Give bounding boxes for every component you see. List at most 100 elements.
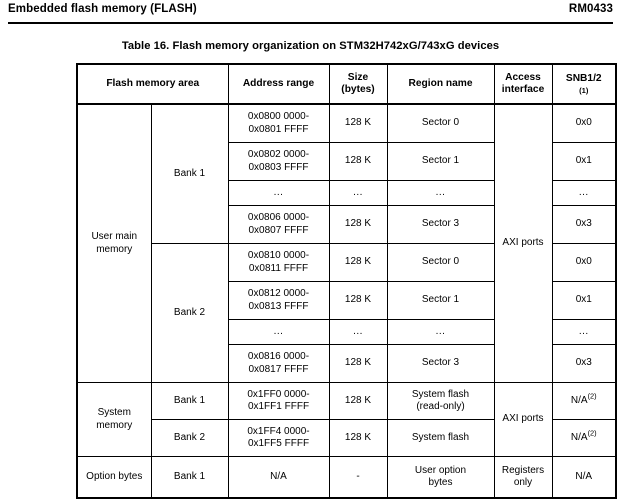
table-row: 0x0816 0000- 0x0817 FFFF 128 K Sector 3 … xyxy=(77,344,617,383)
region-line2: bytes xyxy=(428,477,453,488)
snb-cell: 0x3 xyxy=(551,205,617,244)
region-name-cell: Sector 3 xyxy=(386,344,495,383)
snb-cell: ... xyxy=(551,180,617,206)
area-label-line2: memory xyxy=(96,419,133,431)
snb-cell: N/A(2) xyxy=(551,382,617,420)
region-name-cell: System flash xyxy=(386,419,495,457)
snb-cell: 0x0 xyxy=(551,103,617,143)
table-caption: Table 16. Flash memory organization on S… xyxy=(121,40,500,52)
address-line1: 0x0810 0000- xyxy=(247,250,310,262)
region-name-cell: User option bytes xyxy=(386,456,495,499)
snb-cell: ... xyxy=(551,319,617,345)
page-running-header: Embedded flash memory (FLASH) RM0433 xyxy=(0,0,621,22)
size-cell: 128 K xyxy=(328,205,388,244)
column-header-size-line1: Size xyxy=(347,71,369,83)
snb-cell: 0x1 xyxy=(551,281,617,320)
address-line1: 0x0800 0000- xyxy=(247,111,310,123)
region-line1: System flash xyxy=(411,388,470,400)
region-name-cell: Sector 1 xyxy=(386,142,495,181)
column-header-access-line2: interface xyxy=(501,84,545,95)
address-line2: 0x0811 FFFF xyxy=(248,262,309,274)
address-line2: 0x0817 FFFF xyxy=(248,363,309,375)
region-name-cell: Sector 0 xyxy=(386,243,495,282)
access-line1: Registers xyxy=(501,464,545,476)
footnote-marker-1: (1) xyxy=(579,86,589,96)
snb-cell: 0x1 xyxy=(551,142,617,181)
access-interface-cell-axi-ports: AXI ports xyxy=(493,382,553,457)
column-header-access-line1: Access xyxy=(505,71,541,83)
column-header-snb: SNB1/2 (1) xyxy=(551,63,617,105)
bank-cell-bank2: Bank 2 xyxy=(150,419,229,457)
address-line1: 0x0812 0000- xyxy=(247,288,310,300)
address-range-cell: 0x0816 0000- 0x0817 FFFF xyxy=(227,344,330,383)
snb-cell: 0x0 xyxy=(551,243,617,282)
column-header-snb-label: SNB1/2 xyxy=(565,72,602,84)
bank-cell-bank1: Bank 1 xyxy=(150,382,229,420)
region-line1: User option xyxy=(414,464,467,476)
address-line2: 0x1FF5 FFFF xyxy=(247,438,310,449)
region-line2: (read-only) xyxy=(416,401,465,412)
footnote-marker-2: (2) xyxy=(587,428,597,438)
address-range-cell: 0x0802 0000- 0x0803 FFFF xyxy=(227,142,330,181)
address-line2: 0x0807 FFFF xyxy=(248,224,309,236)
address-line1: 0x0806 0000- xyxy=(247,212,310,224)
address-line1: 0x1FF0 0000- xyxy=(247,388,310,400)
snb-value: N/A xyxy=(570,394,588,406)
region-name-cell: System flash (read-only) xyxy=(386,382,495,420)
column-header-size: Size (bytes) xyxy=(328,63,388,105)
region-name-cell: Sector 3 xyxy=(386,205,495,244)
address-line2: 0x0803 FFFF xyxy=(248,161,309,173)
area-label-line2: memory xyxy=(96,243,133,255)
region-name-cell: ... xyxy=(386,180,495,206)
address-range-cell: 0x0800 0000- 0x0801 FFFF xyxy=(227,103,330,143)
address-line1: 0x1FF4 0000- xyxy=(247,425,310,437)
address-line2: 0x0801 FFFF xyxy=(248,123,309,135)
flash-memory-organization-table: Flash memory area Address range Size (by… xyxy=(76,63,617,499)
address-range-cell: 0x0806 0000- 0x0807 FFFF xyxy=(227,205,330,244)
access-interface-cell-axi-ports: AXI ports xyxy=(493,103,553,383)
footnote-marker-2: (2) xyxy=(587,391,597,401)
address-range-cell: 0x1FF4 0000- 0x1FF5 FFFF xyxy=(227,419,330,457)
bank-cell-bank2: Bank 2 xyxy=(150,243,229,383)
column-header-flash-memory-area: Flash memory area xyxy=(76,63,229,105)
table-row: Option bytes Bank 1 N/A - User option by… xyxy=(76,456,617,499)
bank-cell-bank1: Bank 1 xyxy=(150,103,229,244)
size-cell: 128 K xyxy=(328,281,388,320)
table-header: Flash memory area Address range Size (by… xyxy=(76,63,617,105)
size-cell: 128 K xyxy=(328,103,388,143)
flash-memory-table-container: Flash memory area Address range Size (by… xyxy=(76,63,617,499)
table-row: Bank 2 0x0810 0000- 0x0811 FFFF 128 K Se… xyxy=(77,243,617,383)
size-cell: 128 K xyxy=(328,419,388,457)
address-range-cell: ... xyxy=(227,180,330,206)
size-cell: 128 K xyxy=(328,142,388,181)
table-row: 0x0802 0000- 0x0803 FFFF 128 K Sector 1 … xyxy=(77,142,617,181)
chapter-title: Embedded flash memory (FLASH) xyxy=(8,3,197,15)
area-cell-system-memory: System memory xyxy=(76,382,152,457)
table-body: User main memory Bank 1 0x0800 0000- 0x0… xyxy=(76,103,617,499)
snb-cell: N/A(2) xyxy=(551,419,617,457)
table-row: 0x0812 0000- 0x0813 FFFF 128 K Sector 1 … xyxy=(77,281,617,320)
access-line2: only xyxy=(513,477,533,488)
size-cell: 128 K xyxy=(328,344,388,383)
area-cell-user-main-memory: User main memory xyxy=(76,103,152,383)
snb-cell: 0x3 xyxy=(551,344,617,383)
document-reference: RM0433 xyxy=(568,3,613,15)
address-range-cell: 0x1FF0 0000- 0x1FF1 FFFF xyxy=(227,382,330,420)
address-line1: 0x0816 0000- xyxy=(247,351,310,363)
region-name-cell: Sector 1 xyxy=(386,281,495,320)
address-range-cell: ... xyxy=(227,319,330,345)
table-row: User main memory Bank 1 0x0800 0000- 0x0… xyxy=(76,103,617,383)
header-divider xyxy=(8,22,613,24)
column-header-address-range: Address range xyxy=(227,63,330,105)
area-label-line1: User main xyxy=(91,231,138,243)
table-row: 0x0806 0000- 0x0807 FFFF 128 K Sector 3 … xyxy=(77,205,617,244)
bank-cell-bank1: Bank 1 xyxy=(150,456,229,499)
address-range-cell: 0x0812 0000- 0x0813 FFFF xyxy=(227,281,330,320)
region-name-cell: Sector 0 xyxy=(386,103,495,143)
region-name-cell: ... xyxy=(386,319,495,345)
area-label-line1: System xyxy=(97,407,131,419)
size-cell: ... xyxy=(328,180,388,206)
table-row: Bank 2 0x1FF4 0000- 0x1FF5 FFFF 128 K Sy… xyxy=(77,419,617,457)
address-line1: 0x0802 0000- xyxy=(247,149,310,161)
